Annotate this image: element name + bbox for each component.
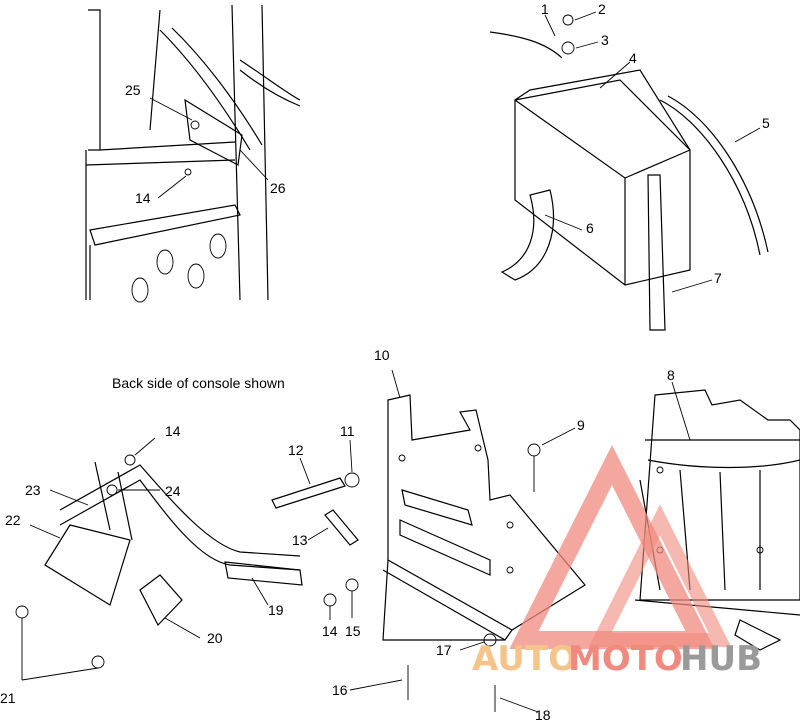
callout-12: 12 — [288, 442, 304, 458]
watermark-moto: MOTO — [568, 639, 683, 679]
callout-16: 16 — [332, 682, 348, 698]
console-back-view — [15, 437, 303, 681]
callout-6: 6 — [586, 220, 594, 236]
battery-view — [489, 11, 769, 331]
watermark-logo: AUTO MOTO HUB — [472, 444, 762, 679]
callout-2: 2 — [598, 1, 606, 17]
callout-22: 22 — [5, 512, 21, 528]
callout-14-c: 14 — [322, 623, 338, 639]
callout-17: 17 — [436, 642, 452, 658]
callout-7: 7 — [714, 270, 722, 286]
callout-23: 23 — [25, 482, 41, 498]
callout-20: 20 — [207, 630, 223, 646]
console-frame-view — [85, 4, 301, 303]
watermark-auto: AUTO — [472, 639, 577, 679]
callout-19: 19 — [268, 602, 284, 618]
watermark-inner-triangle-icon — [588, 504, 732, 647]
callout-8: 8 — [667, 367, 675, 383]
callout-13: 13 — [292, 532, 308, 548]
callout-15: 15 — [345, 623, 361, 639]
callout-25: 25 — [125, 82, 141, 98]
callout-21: 21 — [0, 690, 16, 706]
callout-1: 1 — [541, 1, 549, 17]
callout-14-a: 14 — [165, 423, 181, 439]
callout-14-b: 14 — [135, 190, 151, 206]
callout-5: 5 — [762, 115, 770, 131]
callout-9: 9 — [577, 417, 585, 433]
bracket-view — [271, 369, 586, 713]
view-caption: Back side of console shown — [112, 375, 285, 391]
callout-11: 11 — [340, 423, 355, 439]
callout-18: 18 — [535, 707, 551, 723]
callout-labels: 1 2 3 4 5 6 7 8 9 10 11 12 13 14 14 14 1… — [0, 1, 770, 723]
callout-4: 4 — [629, 50, 637, 66]
callout-24: 24 — [165, 483, 181, 499]
callout-10: 10 — [374, 347, 390, 363]
watermark-hub: HUB — [680, 639, 762, 679]
callout-26: 26 — [270, 180, 286, 196]
callout-3: 3 — [601, 32, 609, 48]
